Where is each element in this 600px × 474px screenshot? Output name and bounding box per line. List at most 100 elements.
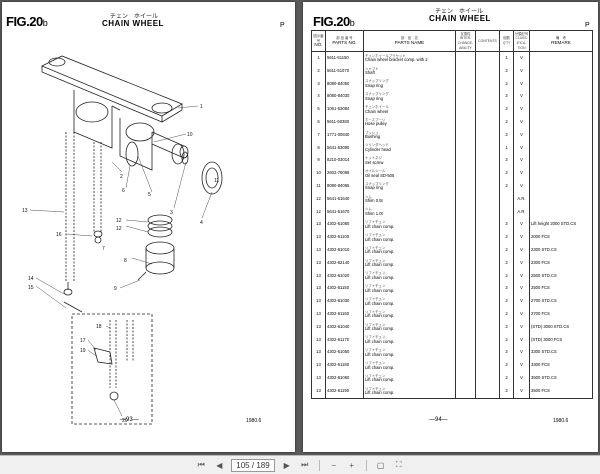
zoom-in-icon[interactable]: + — [349, 460, 355, 470]
row-contents — [475, 307, 500, 321]
row-parts-name-jp: シム — [365, 194, 372, 199]
callout-12b: 12 — [116, 226, 122, 232]
row-qty: 2 — [499, 320, 514, 334]
next-page-icon[interactable]: ▶ — [283, 460, 290, 470]
row-qty: 1 — [499, 51, 514, 65]
row-no: 10 — [311, 167, 326, 180]
previous-page-icon[interactable]: ◀ — [216, 460, 223, 470]
row-class: V — [513, 282, 530, 296]
row-class: V — [513, 167, 530, 180]
page-date: 1980.6 — [246, 418, 262, 424]
row-interchange — [455, 218, 476, 232]
fit-page-icon[interactable]: ▢ — [376, 460, 385, 470]
row-remark: 3300 STD.CS — [529, 346, 593, 360]
row-no: 13 — [311, 333, 326, 347]
header-no-jp: 図示番号 — [313, 34, 324, 43]
row-contents — [475, 256, 500, 270]
fullscreen-icon[interactable]: ⛶ — [395, 460, 402, 469]
hose-pulley — [125, 141, 139, 167]
header-name-en: PARTS NAME — [394, 40, 425, 45]
row-remark: 3500 FCS — [529, 384, 593, 399]
row-parts-no: 4302-61030 — [325, 295, 364, 308]
row-qty — [499, 205, 514, 219]
row-qty: 2 — [499, 256, 514, 270]
row-no: 13 — [311, 320, 326, 334]
row-remark — [529, 167, 593, 180]
last-page-icon[interactable]: ⏭ — [301, 460, 309, 469]
row-interchange — [455, 128, 476, 142]
callout-18: 18 — [96, 324, 102, 330]
zoom-out-icon[interactable]: − — [331, 460, 337, 470]
row-parts-no: 1061-53084 — [325, 103, 364, 116]
left-page: FIG.20b チェン ホイール CHAIN WHEEL P — [2, 2, 295, 452]
row-interchange — [455, 269, 476, 283]
page-indicator[interactable]: 105 / 189 — [231, 458, 275, 472]
row-remark: 2500 FCS — [529, 282, 593, 296]
row-no: 8 — [311, 141, 326, 155]
row-class: V — [513, 333, 530, 347]
row-interchange — [455, 295, 476, 308]
first-page-icon[interactable]: ⏮ — [197, 460, 205, 469]
row-qty: 2 — [499, 128, 514, 142]
row-parts-name-en: Shim 1.0t — [365, 210, 383, 216]
lift-chain-inset — [109, 320, 117, 388]
row-parts-name-jp: ホースプーリ — [365, 117, 386, 122]
row-remark — [529, 154, 593, 168]
row-no: 13 — [311, 282, 326, 296]
row-class: V — [513, 307, 530, 321]
row-class: V — [513, 359, 530, 372]
header-cls-en: CLASS-IFICA-TION — [515, 36, 528, 50]
callout-9: 9 — [114, 286, 117, 292]
figure-main: FIG.20 — [6, 14, 43, 29]
row-interchange — [455, 192, 476, 206]
page-letter: P — [585, 22, 590, 29]
row-no: 13 — [311, 269, 326, 283]
row-class: V — [513, 115, 530, 129]
row-remark: 2500 STD.CS — [529, 269, 593, 283]
row-parts-name-jp: ナットネジ — [365, 156, 382, 161]
row-remark — [529, 115, 593, 129]
row-parts-name-jp: リフトチェン — [365, 360, 386, 365]
row-qty: 2 — [499, 269, 514, 283]
row-parts-no: 1771-00840 — [325, 128, 364, 142]
row-class: V — [513, 128, 530, 142]
row-parts-no: 4302-61100 — [325, 231, 364, 244]
row-parts-no: 8080-84050 — [325, 77, 364, 91]
row-parts-name-en: Lift chain comp. — [365, 274, 395, 280]
row-no: 13 — [311, 231, 326, 244]
row-no: 12 — [311, 192, 326, 206]
row-parts-no: 5641-53090 — [325, 141, 364, 155]
callout-5: 5 — [148, 192, 151, 198]
row-no: 13 — [311, 218, 326, 232]
row-interchange — [455, 115, 476, 129]
row-no: 1 — [311, 51, 326, 65]
row-parts-name-jp: リフトチェン — [365, 309, 386, 314]
row-parts-no: 4302-61060 — [325, 371, 364, 385]
row-parts-name-jp: スナップリング — [365, 79, 389, 84]
row-qty: 2 — [499, 333, 514, 347]
row-contents — [475, 90, 500, 104]
header-name-jp: 部 品 名 — [401, 36, 418, 41]
row-interchange — [455, 77, 476, 91]
row-parts-name-en: Lift chain comp. — [365, 223, 395, 229]
row-remark — [529, 192, 593, 206]
